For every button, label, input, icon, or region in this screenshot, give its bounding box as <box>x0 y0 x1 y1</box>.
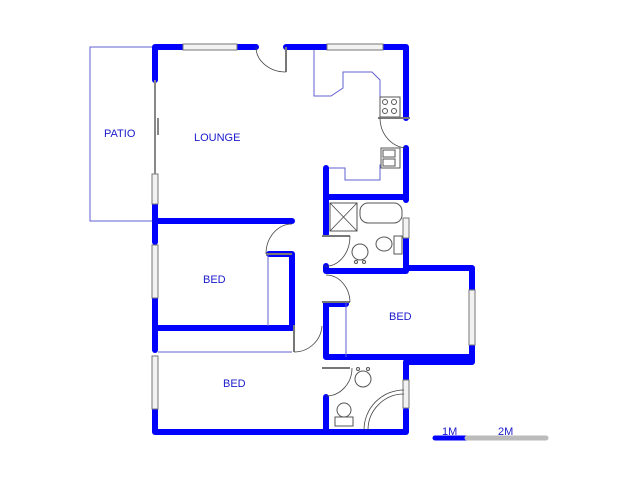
bed3-door[interactable] <box>322 274 351 303</box>
window <box>151 173 159 205</box>
room-label-bed: BED <box>389 311 412 323</box>
ensuite-basin-icon <box>354 367 372 388</box>
bathtub-icon <box>359 202 403 224</box>
kitchen-sink-icon <box>380 147 401 169</box>
wall <box>403 235 475 293</box>
scale-label-1m: 1M <box>442 426 457 438</box>
bed1-door[interactable] <box>265 223 293 255</box>
ensuite-shower-icon <box>363 389 405 431</box>
wall <box>403 342 475 383</box>
kitchen-counter-top <box>313 48 396 99</box>
window <box>151 244 159 299</box>
wall <box>380 44 409 121</box>
wall <box>323 165 409 200</box>
shower-icon <box>329 202 358 232</box>
scale-bar: 1M 2M <box>432 426 549 441</box>
basin-icon <box>351 243 369 264</box>
wall <box>152 251 295 331</box>
ensuite-door[interactable] <box>322 367 353 397</box>
scale-label-2m: 2M <box>498 426 513 438</box>
bed2-door[interactable] <box>293 325 323 353</box>
ensuite-toilet-icon <box>334 402 354 427</box>
room-label-lounge: LOUNGE <box>194 132 240 144</box>
kitchen-door[interactable] <box>378 117 410 149</box>
wall <box>323 263 409 274</box>
stove-icon <box>379 96 401 118</box>
window <box>402 217 410 239</box>
wall <box>323 301 475 360</box>
patio-outline <box>89 46 155 222</box>
room-label-patio: PATIO <box>104 128 136 140</box>
window <box>326 43 384 51</box>
bath-door[interactable] <box>322 235 351 267</box>
window <box>468 289 476 346</box>
room-label-bed: BED <box>223 378 246 390</box>
toilet-icon <box>375 235 403 255</box>
wall <box>152 401 409 435</box>
window <box>151 355 159 410</box>
room-label-bed: BED <box>203 274 226 286</box>
window <box>182 43 238 51</box>
wall <box>152 44 186 83</box>
front-door[interactable] <box>255 46 287 73</box>
